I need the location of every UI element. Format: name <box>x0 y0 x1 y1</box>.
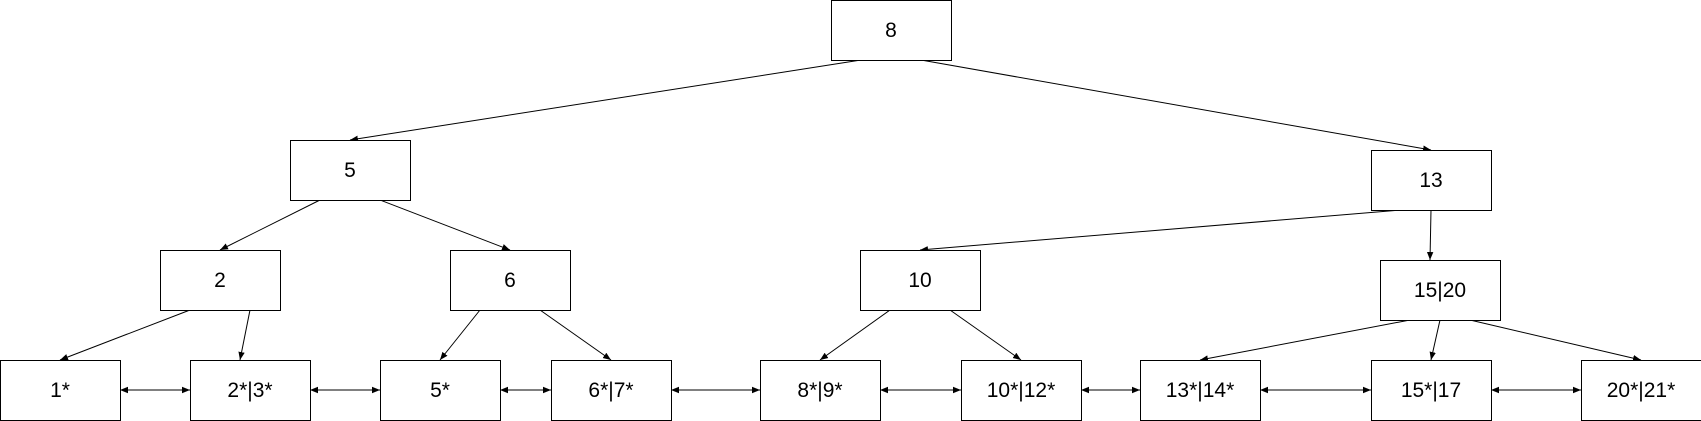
tree-node-leaf5: 5* <box>380 360 501 421</box>
tree-edge-n2-to-leaf1 <box>59 309 191 361</box>
node-label: 6*|7* <box>588 379 633 402</box>
node-box <box>450 250 571 311</box>
node-box <box>1371 150 1492 211</box>
node-box <box>860 250 981 311</box>
node-box <box>1371 360 1492 421</box>
tree-node-leaf10_12: 10*|12* <box>961 360 1082 421</box>
node-label: 13 <box>1419 169 1442 192</box>
node-box <box>160 250 281 311</box>
tree-edge-n10-to-leaf10_12 <box>949 309 1022 361</box>
node-label: 6 <box>504 269 516 292</box>
node-label: 8 <box>885 19 897 42</box>
tree-node-leaf8_9: 8*|9* <box>760 360 881 421</box>
node-label: 8*|9* <box>797 379 842 402</box>
tree-node-n15_20: 15|20 <box>1380 260 1501 321</box>
tree-node-leaf20_21: 20*|21* <box>1581 360 1701 421</box>
tree-edge-n2-to-leaf2_3 <box>238 309 251 361</box>
tree-node-leaf6_7: 6*|7* <box>551 360 672 421</box>
tree-node-leaf15_17: 15*|17 <box>1371 360 1492 421</box>
edges-layer <box>59 59 1642 394</box>
tree-edge-root-to-n5 <box>349 59 862 142</box>
tree-node-root: 8 <box>831 0 952 61</box>
tree-edge-n15_20-to-leaf15_17 <box>1429 319 1441 361</box>
tree-node-leaf2_3: 2*|3* <box>190 360 311 421</box>
node-label: 2*|3* <box>227 379 272 402</box>
tree-edge-root-to-n13 <box>920 59 1432 152</box>
node-label: 13*|14* <box>1166 379 1235 402</box>
node-box <box>760 360 881 421</box>
node-box <box>551 360 672 421</box>
node-label: 5 <box>344 159 356 182</box>
tree-node-n5: 5 <box>290 140 411 201</box>
node-label: 5* <box>430 379 450 402</box>
tree-node-n6: 6 <box>450 250 571 311</box>
tree-node-n13: 13 <box>1371 150 1492 211</box>
tree-edge-n15_20-to-leaf20_21 <box>1469 319 1642 362</box>
node-box <box>831 0 952 61</box>
tree-edge-n13-to-n15_20 <box>1426 209 1434 261</box>
node-label: 1* <box>50 379 70 402</box>
node-label: 10*|12* <box>987 379 1056 402</box>
tree-edge-n10-to-leaf8_9 <box>819 309 891 361</box>
tree-node-n2: 2 <box>160 250 281 311</box>
node-box <box>0 360 121 421</box>
node-label: 10 <box>908 269 931 292</box>
node-label: 20*|21* <box>1607 379 1676 402</box>
tree-edge-n6-to-leaf5 <box>439 309 481 361</box>
tree-node-n10: 10 <box>860 250 981 311</box>
node-box <box>1140 360 1261 421</box>
node-box <box>1380 260 1501 321</box>
node-label: 2 <box>214 269 226 292</box>
node-label: 15|20 <box>1414 279 1466 302</box>
tree-node-leaf13_14: 13*|14* <box>1140 360 1261 421</box>
node-box <box>290 140 411 201</box>
node-label: 15*|17 <box>1401 379 1461 402</box>
tree-node-leaf1: 1* <box>0 360 121 421</box>
node-box <box>380 360 501 421</box>
tree-edge-n5-to-n2 <box>219 199 321 251</box>
tree-edge-n5-to-n6 <box>379 199 511 251</box>
tree-edge-n6-to-leaf6_7 <box>539 309 612 361</box>
tree-edge-n13-to-n10 <box>919 209 1402 253</box>
tree-edge-n15_20-to-leaf13_14 <box>1199 319 1411 362</box>
